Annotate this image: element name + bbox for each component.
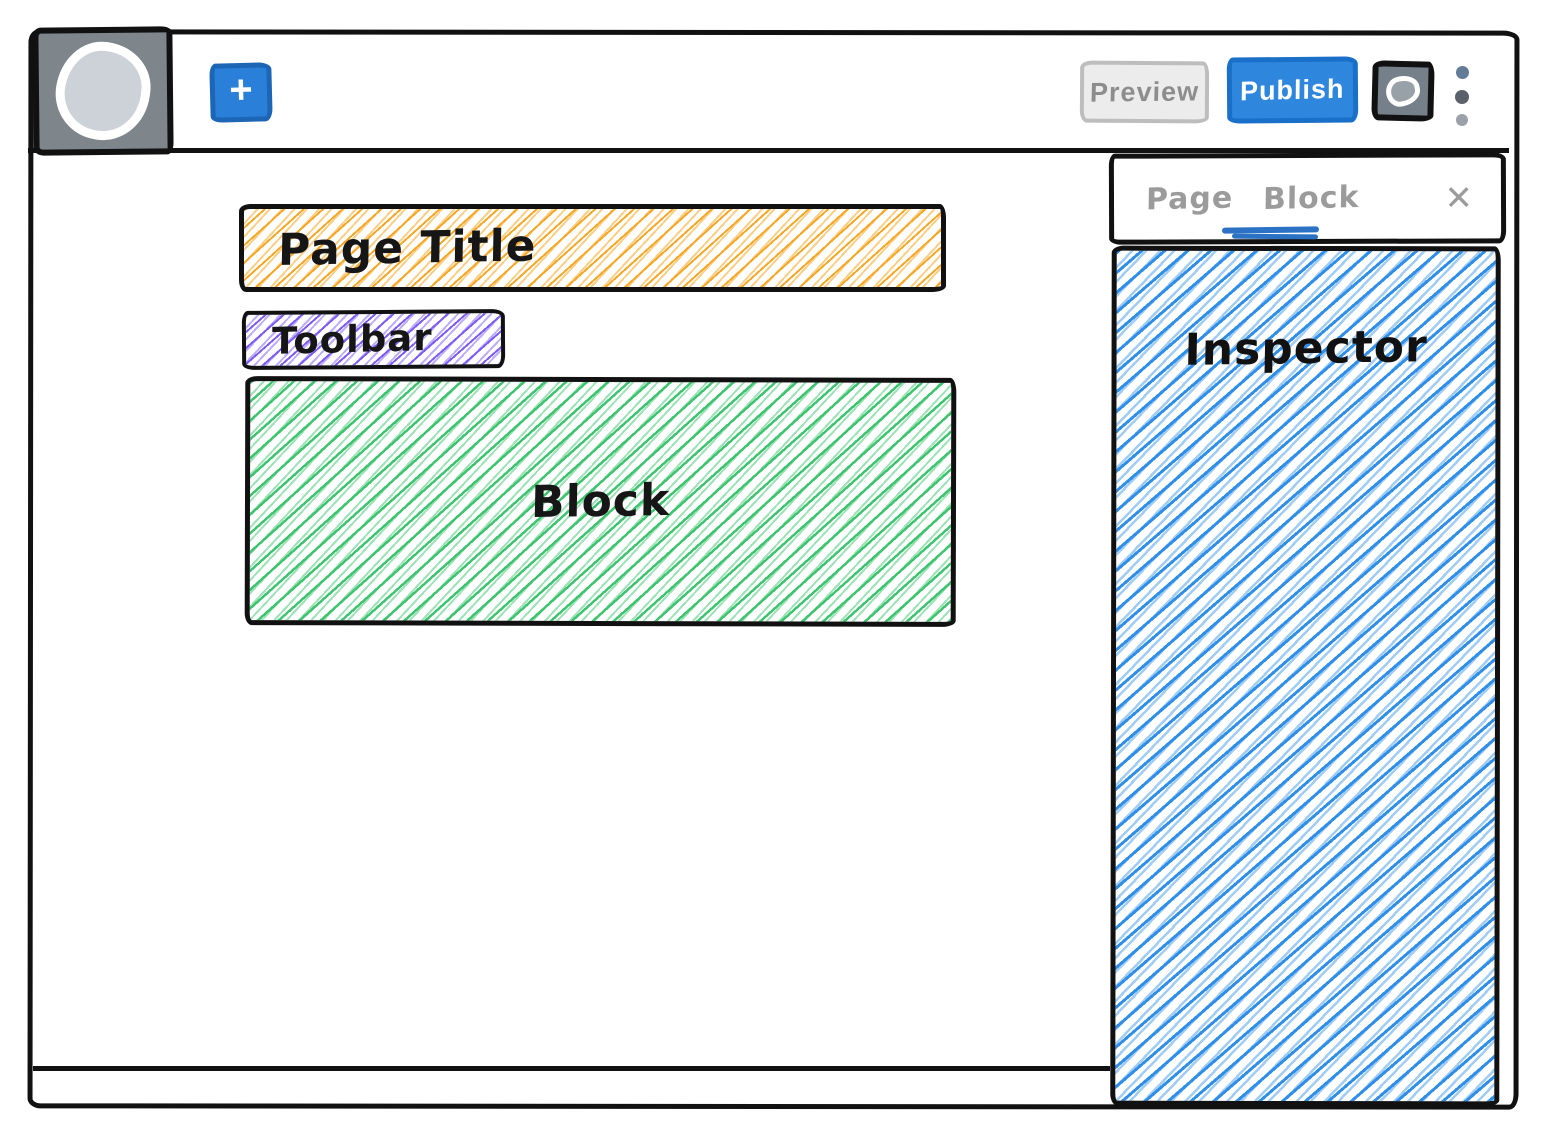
publish-button-label: Publish bbox=[1240, 73, 1345, 106]
preview-button-label: Preview bbox=[1089, 75, 1200, 108]
tab-block[interactable]: Block bbox=[1263, 179, 1360, 218]
chat-bubble-icon bbox=[1383, 73, 1423, 109]
add-button[interactable]: + bbox=[209, 62, 273, 123]
content-block-label: Block bbox=[530, 474, 671, 529]
more-menu-button[interactable] bbox=[1452, 66, 1472, 126]
top-toolbar bbox=[28, 30, 1509, 153]
close-icon[interactable]: ✕ bbox=[1444, 177, 1474, 219]
inspector-panel: Inspector bbox=[1110, 245, 1501, 1107]
page-title-block[interactable]: Page Title bbox=[239, 204, 946, 292]
plus-icon: + bbox=[228, 67, 254, 112]
kebab-icon bbox=[1455, 89, 1469, 104]
kebab-icon bbox=[1456, 114, 1468, 126]
publish-button[interactable]: Publish bbox=[1226, 56, 1359, 124]
app-logo bbox=[32, 26, 174, 156]
logo-circle-icon bbox=[50, 36, 156, 146]
chat-button[interactable] bbox=[1371, 60, 1435, 122]
tab-page[interactable]: Page bbox=[1145, 180, 1234, 218]
toolbar-block[interactable]: Toolbar bbox=[241, 309, 506, 370]
preview-button[interactable]: Preview bbox=[1079, 60, 1210, 124]
active-tab-underline bbox=[1231, 233, 1319, 240]
content-block[interactable]: Block bbox=[244, 376, 957, 627]
canvas-bottom-edge bbox=[33, 1066, 1110, 1071]
page-title-label: Page Title bbox=[277, 219, 537, 276]
toolbar-label: Toolbar bbox=[271, 315, 433, 363]
inspector-panel-label: Inspector bbox=[1183, 321, 1429, 376]
kebab-icon bbox=[1455, 66, 1469, 79]
